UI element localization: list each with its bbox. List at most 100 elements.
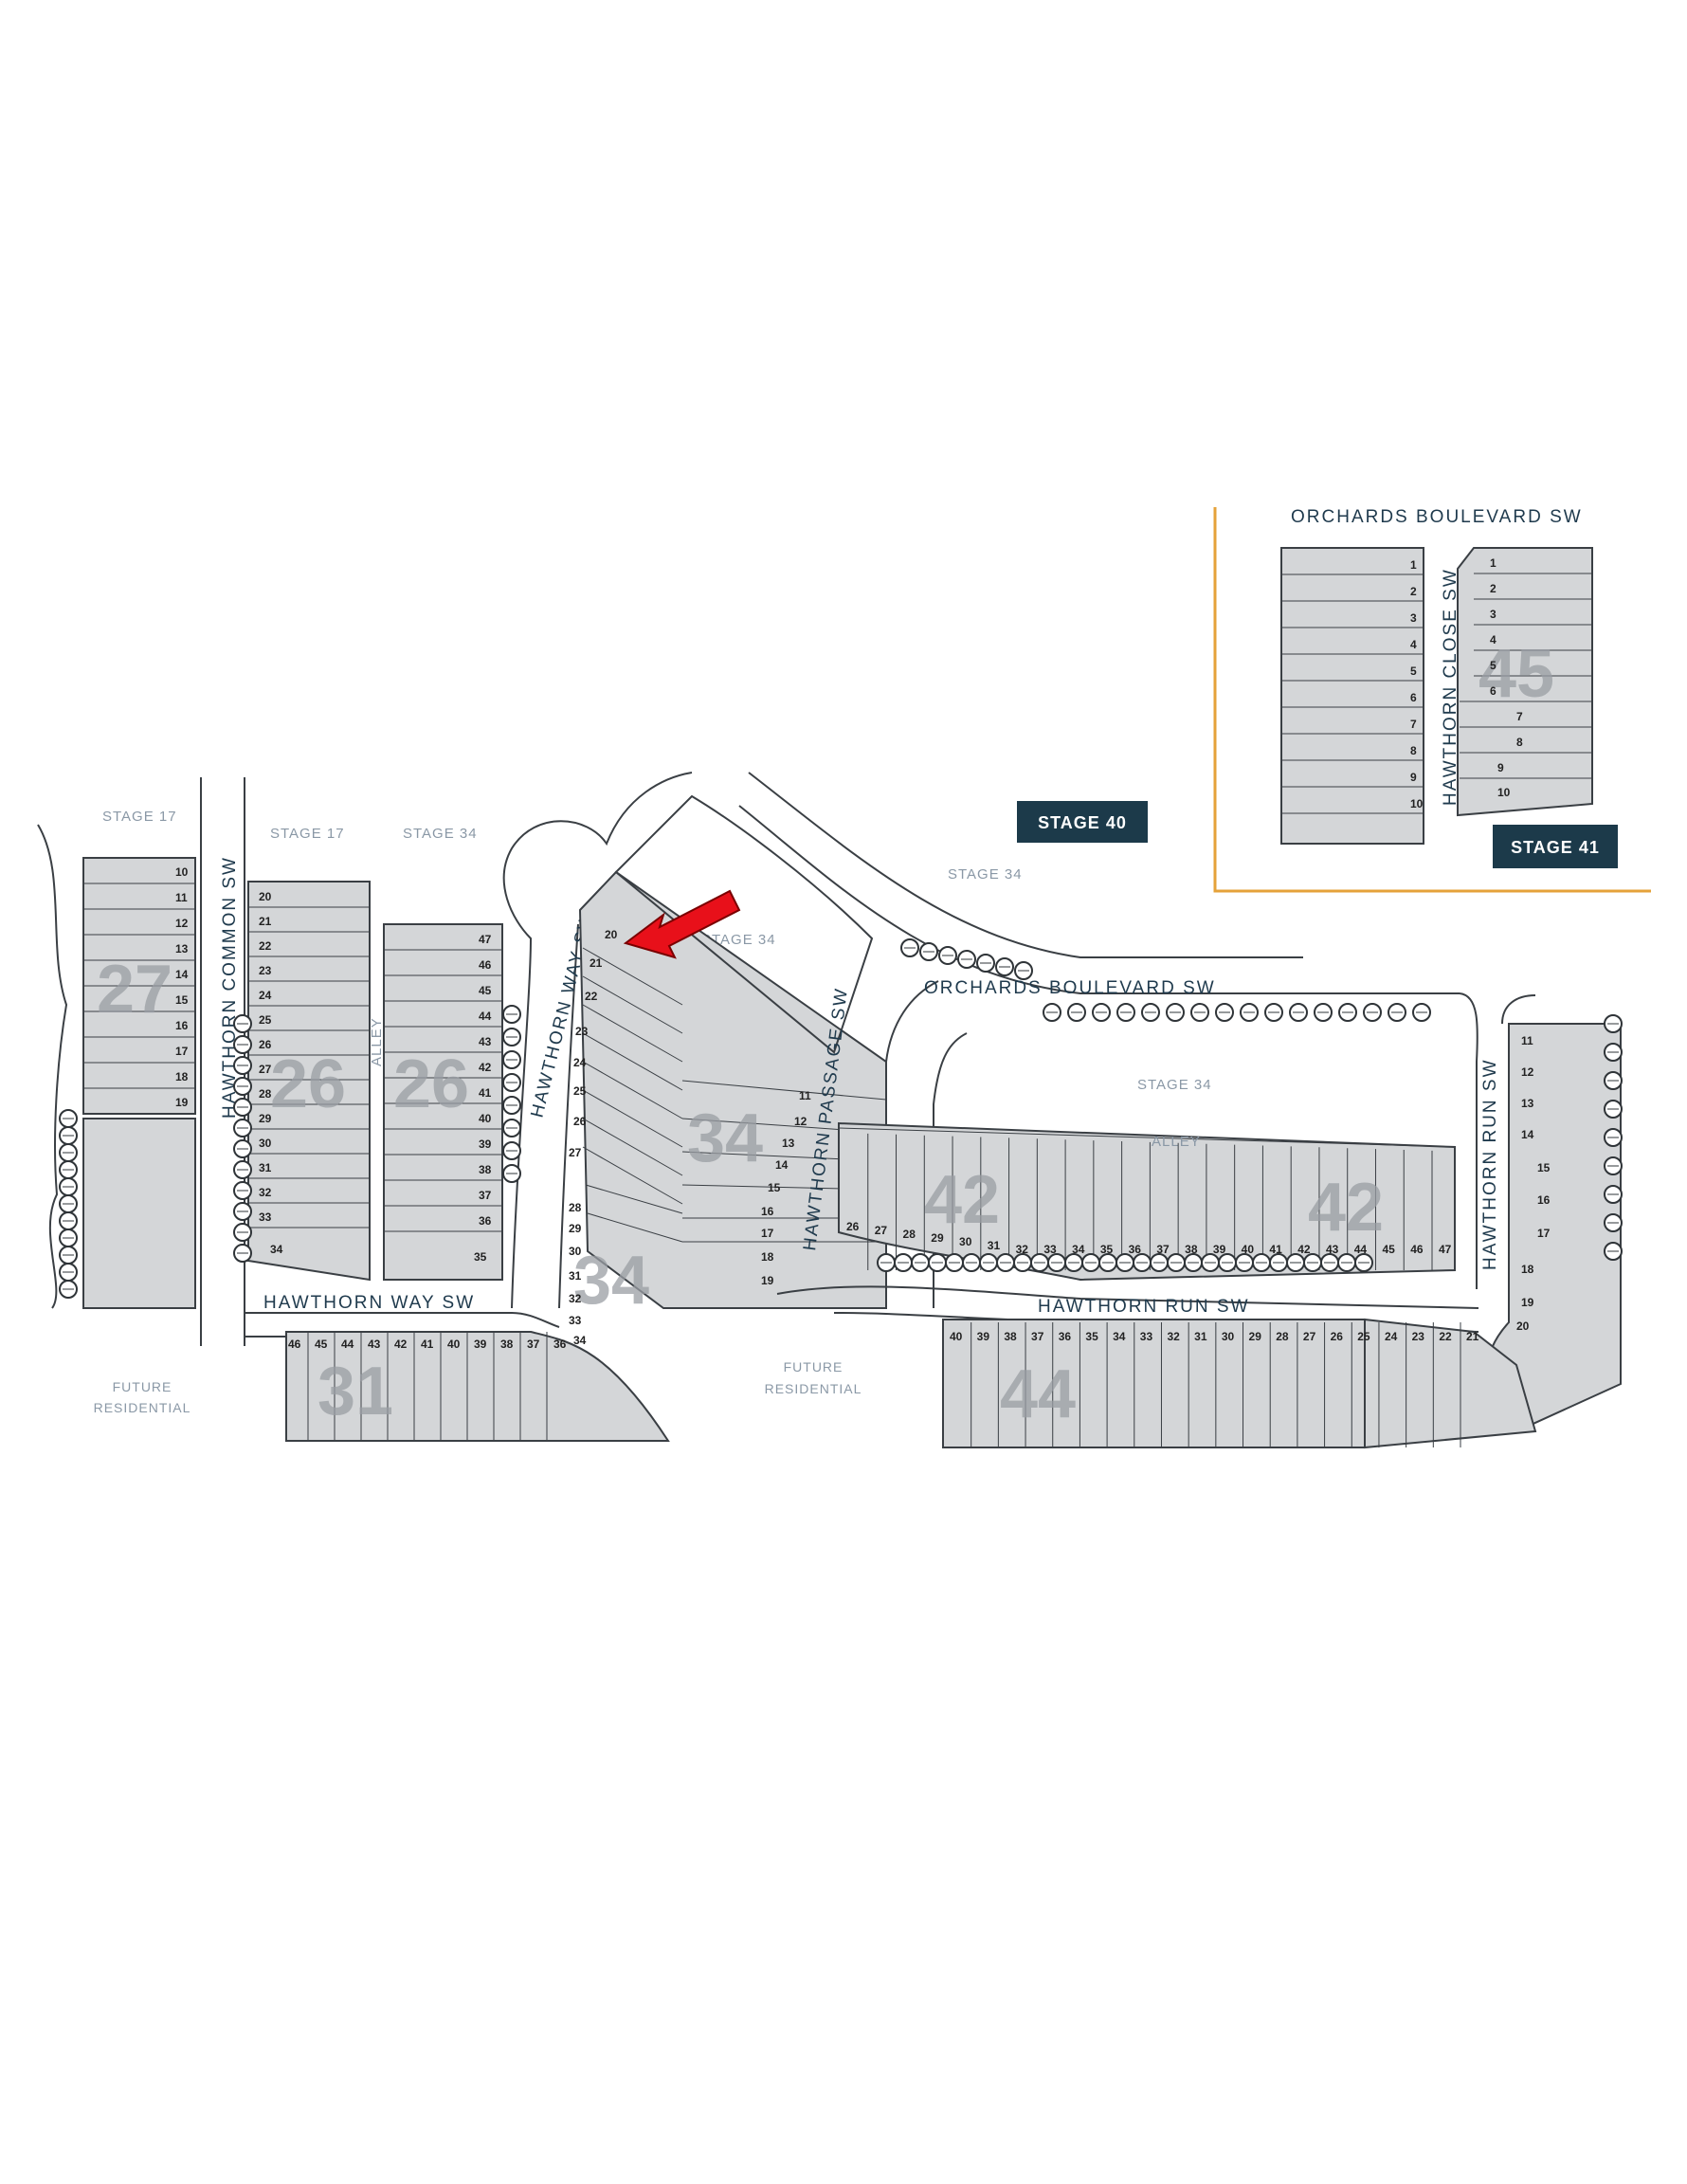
stage-17-label-east: STAGE 17 xyxy=(270,826,345,842)
lot-label: 3 xyxy=(1410,611,1417,625)
lot-label: 24 xyxy=(1385,1330,1398,1343)
lot-label: 27 xyxy=(1303,1330,1316,1343)
lot-label: 32 xyxy=(259,1186,272,1199)
street-label-orchards-main: ORCHARDS BOULEVARD SW xyxy=(924,978,1216,998)
lot-label: 22 xyxy=(259,939,272,953)
svg-text:STAGE 40: STAGE 40 xyxy=(1038,813,1127,832)
lot-label: 20 xyxy=(259,890,272,903)
hawthorn-way-road-inner xyxy=(558,923,579,1309)
block-number-27: 27 xyxy=(97,952,172,1028)
lot-label: 35 xyxy=(1100,1243,1114,1256)
lot-label: 14 xyxy=(1521,1128,1534,1141)
lot-label: 23 xyxy=(575,1025,589,1038)
lot-label: 33 xyxy=(1140,1330,1153,1343)
street-label-hawthorn-close: HAWTHORN CLOSE SW xyxy=(1441,568,1460,806)
future-residential-left-line2: RESIDENTIAL xyxy=(94,1400,191,1415)
inset-block-left xyxy=(1280,547,1424,845)
street-label-hawthorn-way-lower: HAWTHORN WAY SW xyxy=(263,1293,475,1313)
lot-label: 33 xyxy=(1043,1243,1057,1256)
alley-label-left: ALLEY xyxy=(369,1017,385,1066)
lot-label: 28 xyxy=(903,1228,916,1241)
block-27-south-lots xyxy=(82,1118,196,1309)
lot-label: 23 xyxy=(1412,1330,1425,1343)
lot-label: 16 xyxy=(1537,1193,1551,1207)
lot-label: 14 xyxy=(775,1158,789,1172)
lot-label: 36 xyxy=(1059,1330,1072,1343)
lot-label: 18 xyxy=(175,1070,189,1083)
lot-label: 39 xyxy=(479,1138,492,1151)
lot-label: 46 xyxy=(288,1338,301,1351)
lot-label: 34 xyxy=(1113,1330,1126,1343)
lot-label: 35 xyxy=(1085,1330,1098,1343)
lot-label: 43 xyxy=(1326,1243,1339,1256)
lot-label: 47 xyxy=(1439,1243,1452,1256)
lot-label: 11 xyxy=(799,1089,811,1102)
block-44-lots xyxy=(942,1319,1366,1448)
lot-label: 38 xyxy=(479,1163,492,1176)
block-number-45: 45 xyxy=(1478,636,1554,712)
future-residential-left-line1: FUTURE xyxy=(113,1379,172,1394)
lot-label: 37 xyxy=(479,1189,492,1202)
lot-label: 27 xyxy=(875,1224,888,1237)
hawthorn-passage-road xyxy=(885,980,968,1308)
lot-label: 46 xyxy=(1410,1243,1424,1256)
lot-label: 42 xyxy=(394,1338,408,1351)
lot-label: 14 xyxy=(175,968,189,981)
lot-label: 42 xyxy=(1297,1243,1311,1256)
lot-label: 40 xyxy=(479,1112,492,1125)
lot-label: 17 xyxy=(761,1227,774,1240)
lot-label: 12 xyxy=(794,1115,807,1128)
lot-label: 25 xyxy=(1357,1330,1370,1343)
lot-label: 30 xyxy=(259,1137,272,1150)
lot-label: 13 xyxy=(1521,1097,1534,1110)
stage-40-badge: STAGE 40 xyxy=(1017,801,1148,843)
lot-label: 24 xyxy=(259,989,272,1002)
lot-label: 7 xyxy=(1410,718,1417,731)
lot-label: 19 xyxy=(175,1096,189,1109)
lot-label: 2 xyxy=(1490,582,1497,595)
lot-label: 11 xyxy=(175,891,188,904)
lot-label: 6 xyxy=(1410,691,1417,704)
lot-label: 44 xyxy=(1354,1243,1368,1256)
stage-41-badge: STAGE 41 xyxy=(1493,825,1618,868)
lot-label: 7 xyxy=(1516,710,1523,723)
block-31-lots xyxy=(285,1331,670,1442)
lot-label: 45 xyxy=(315,1338,328,1351)
lot-label: 30 xyxy=(959,1235,972,1248)
alley-line xyxy=(838,1127,1456,1148)
lot-label: 34 xyxy=(270,1243,283,1256)
lot-label: 22 xyxy=(1439,1330,1452,1343)
block-number-26-west: 26 xyxy=(270,1046,346,1122)
lot-label: 22 xyxy=(585,990,598,1003)
street-label-hawthorn-common: HAWTHORN COMMON SW xyxy=(220,856,240,1119)
lot-label: 4 xyxy=(1410,638,1417,651)
block-27-lot-labels: 10 11 12 13 14 15 16 17 18 19 xyxy=(175,865,189,1109)
lot-label: 18 xyxy=(1521,1263,1534,1276)
lot-label: 25 xyxy=(259,1013,272,1027)
lot-label: 32 xyxy=(1016,1243,1029,1256)
lot-label: 29 xyxy=(1249,1330,1262,1343)
passage-west-lot-labels: 11 12 13 14 15 16 17 18 19 xyxy=(761,1089,811,1287)
block-26-lot-lines xyxy=(248,906,502,1232)
lot-label: 46 xyxy=(479,958,492,972)
lot-label: 21 xyxy=(259,915,272,928)
lot-label: 15 xyxy=(1537,1161,1551,1174)
lot-label: 13 xyxy=(782,1137,795,1150)
lot-label: 44 xyxy=(341,1338,354,1351)
block-44-lot-lines xyxy=(970,1322,1461,1447)
street-label-orchards-inset: ORCHARDS BOULEVARD SW xyxy=(1291,507,1583,527)
lot-label: 19 xyxy=(1521,1296,1534,1309)
block-26-lots-east xyxy=(383,923,503,1281)
lot-label: 27 xyxy=(569,1146,582,1159)
lot-label: 26 xyxy=(259,1038,272,1051)
lot-label: 32 xyxy=(1167,1330,1180,1343)
lot-label: 30 xyxy=(1222,1330,1235,1343)
lot-label: 27 xyxy=(259,1063,272,1076)
stage-17-label-west: STAGE 17 xyxy=(102,809,177,825)
lot-label: 32 xyxy=(569,1292,582,1305)
lot-label: 5 xyxy=(1490,659,1497,672)
lot-label: 34 xyxy=(1072,1243,1085,1256)
lot-label: 17 xyxy=(175,1045,189,1058)
